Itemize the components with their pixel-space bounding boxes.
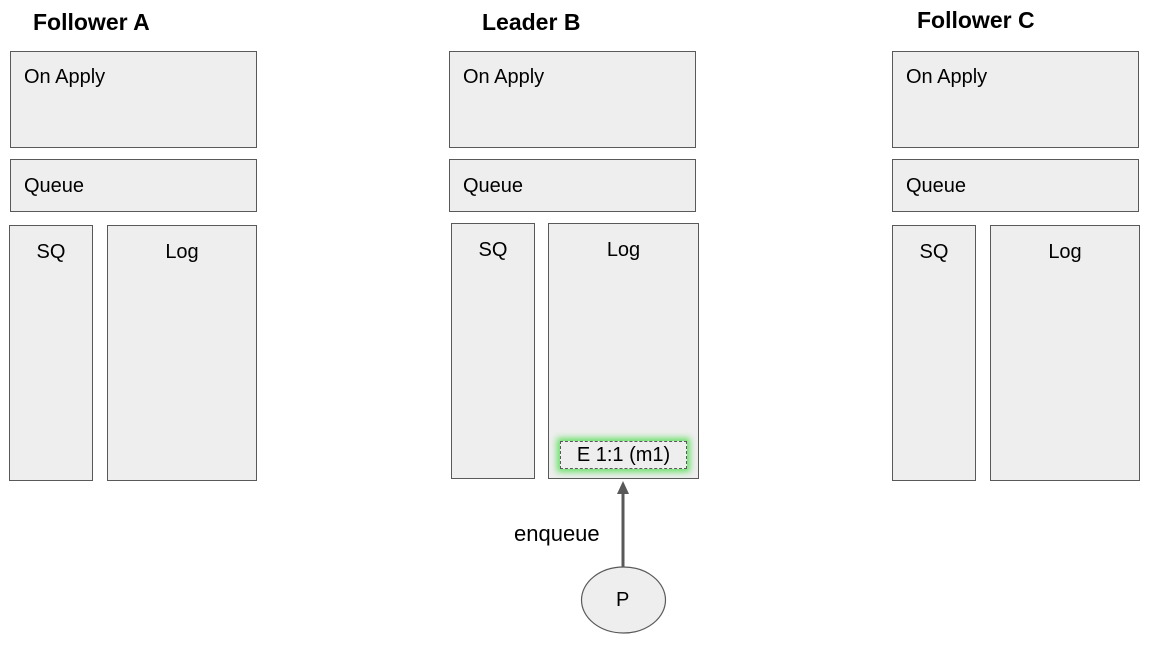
leader-b-sq-box: SQ <box>451 223 535 479</box>
producer-node <box>580 566 667 634</box>
follower-c-log-box: Log <box>990 225 1140 481</box>
follower-a-on-apply-label: On Apply <box>24 66 106 88</box>
follower-c-on-apply-label: On Apply <box>906 66 988 88</box>
follower-a-queue-box: Queue <box>10 159 257 212</box>
follower-a-queue-label: Queue <box>24 175 85 197</box>
follower-a-sq-label: SQ <box>36 241 66 263</box>
leader-b-title: Leader B <box>482 9 581 35</box>
follower-c-sq-label: SQ <box>919 241 949 263</box>
leader-b-queue-box: Queue <box>449 159 696 212</box>
leader-b-sq-label: SQ <box>478 239 508 261</box>
follower-c-title: Follower C <box>917 7 1035 33</box>
leader-b-queue-label: Queue <box>463 175 524 197</box>
enqueue-label: enqueue <box>514 521 600 546</box>
leader-b-log-label: Log <box>606 239 641 261</box>
follower-a-sq-box: SQ <box>9 225 93 481</box>
follower-c-sq-box: SQ <box>892 225 976 481</box>
leader-b-on-apply-box: On Apply <box>449 51 696 148</box>
producer-label: P <box>616 589 630 611</box>
follower-c-log-label: Log <box>1048 241 1082 263</box>
follower-c-on-apply-box: On Apply <box>892 51 1139 148</box>
follower-a-title: Follower A <box>33 9 150 35</box>
leader-b-on-apply-label: On Apply <box>463 66 545 88</box>
enqueue-arrow-head <box>617 481 629 494</box>
follower-a-log-label: Log <box>165 241 199 263</box>
leader-b-log-entry: E 1:1 (m1) <box>560 441 687 469</box>
follower-c-queue-label: Queue <box>906 175 967 197</box>
follower-c-queue-box: Queue <box>892 159 1139 212</box>
leader-b-log-box: Log <box>548 223 699 479</box>
follower-a-log-box: Log <box>107 225 257 481</box>
follower-a-on-apply-box: On Apply <box>10 51 257 148</box>
